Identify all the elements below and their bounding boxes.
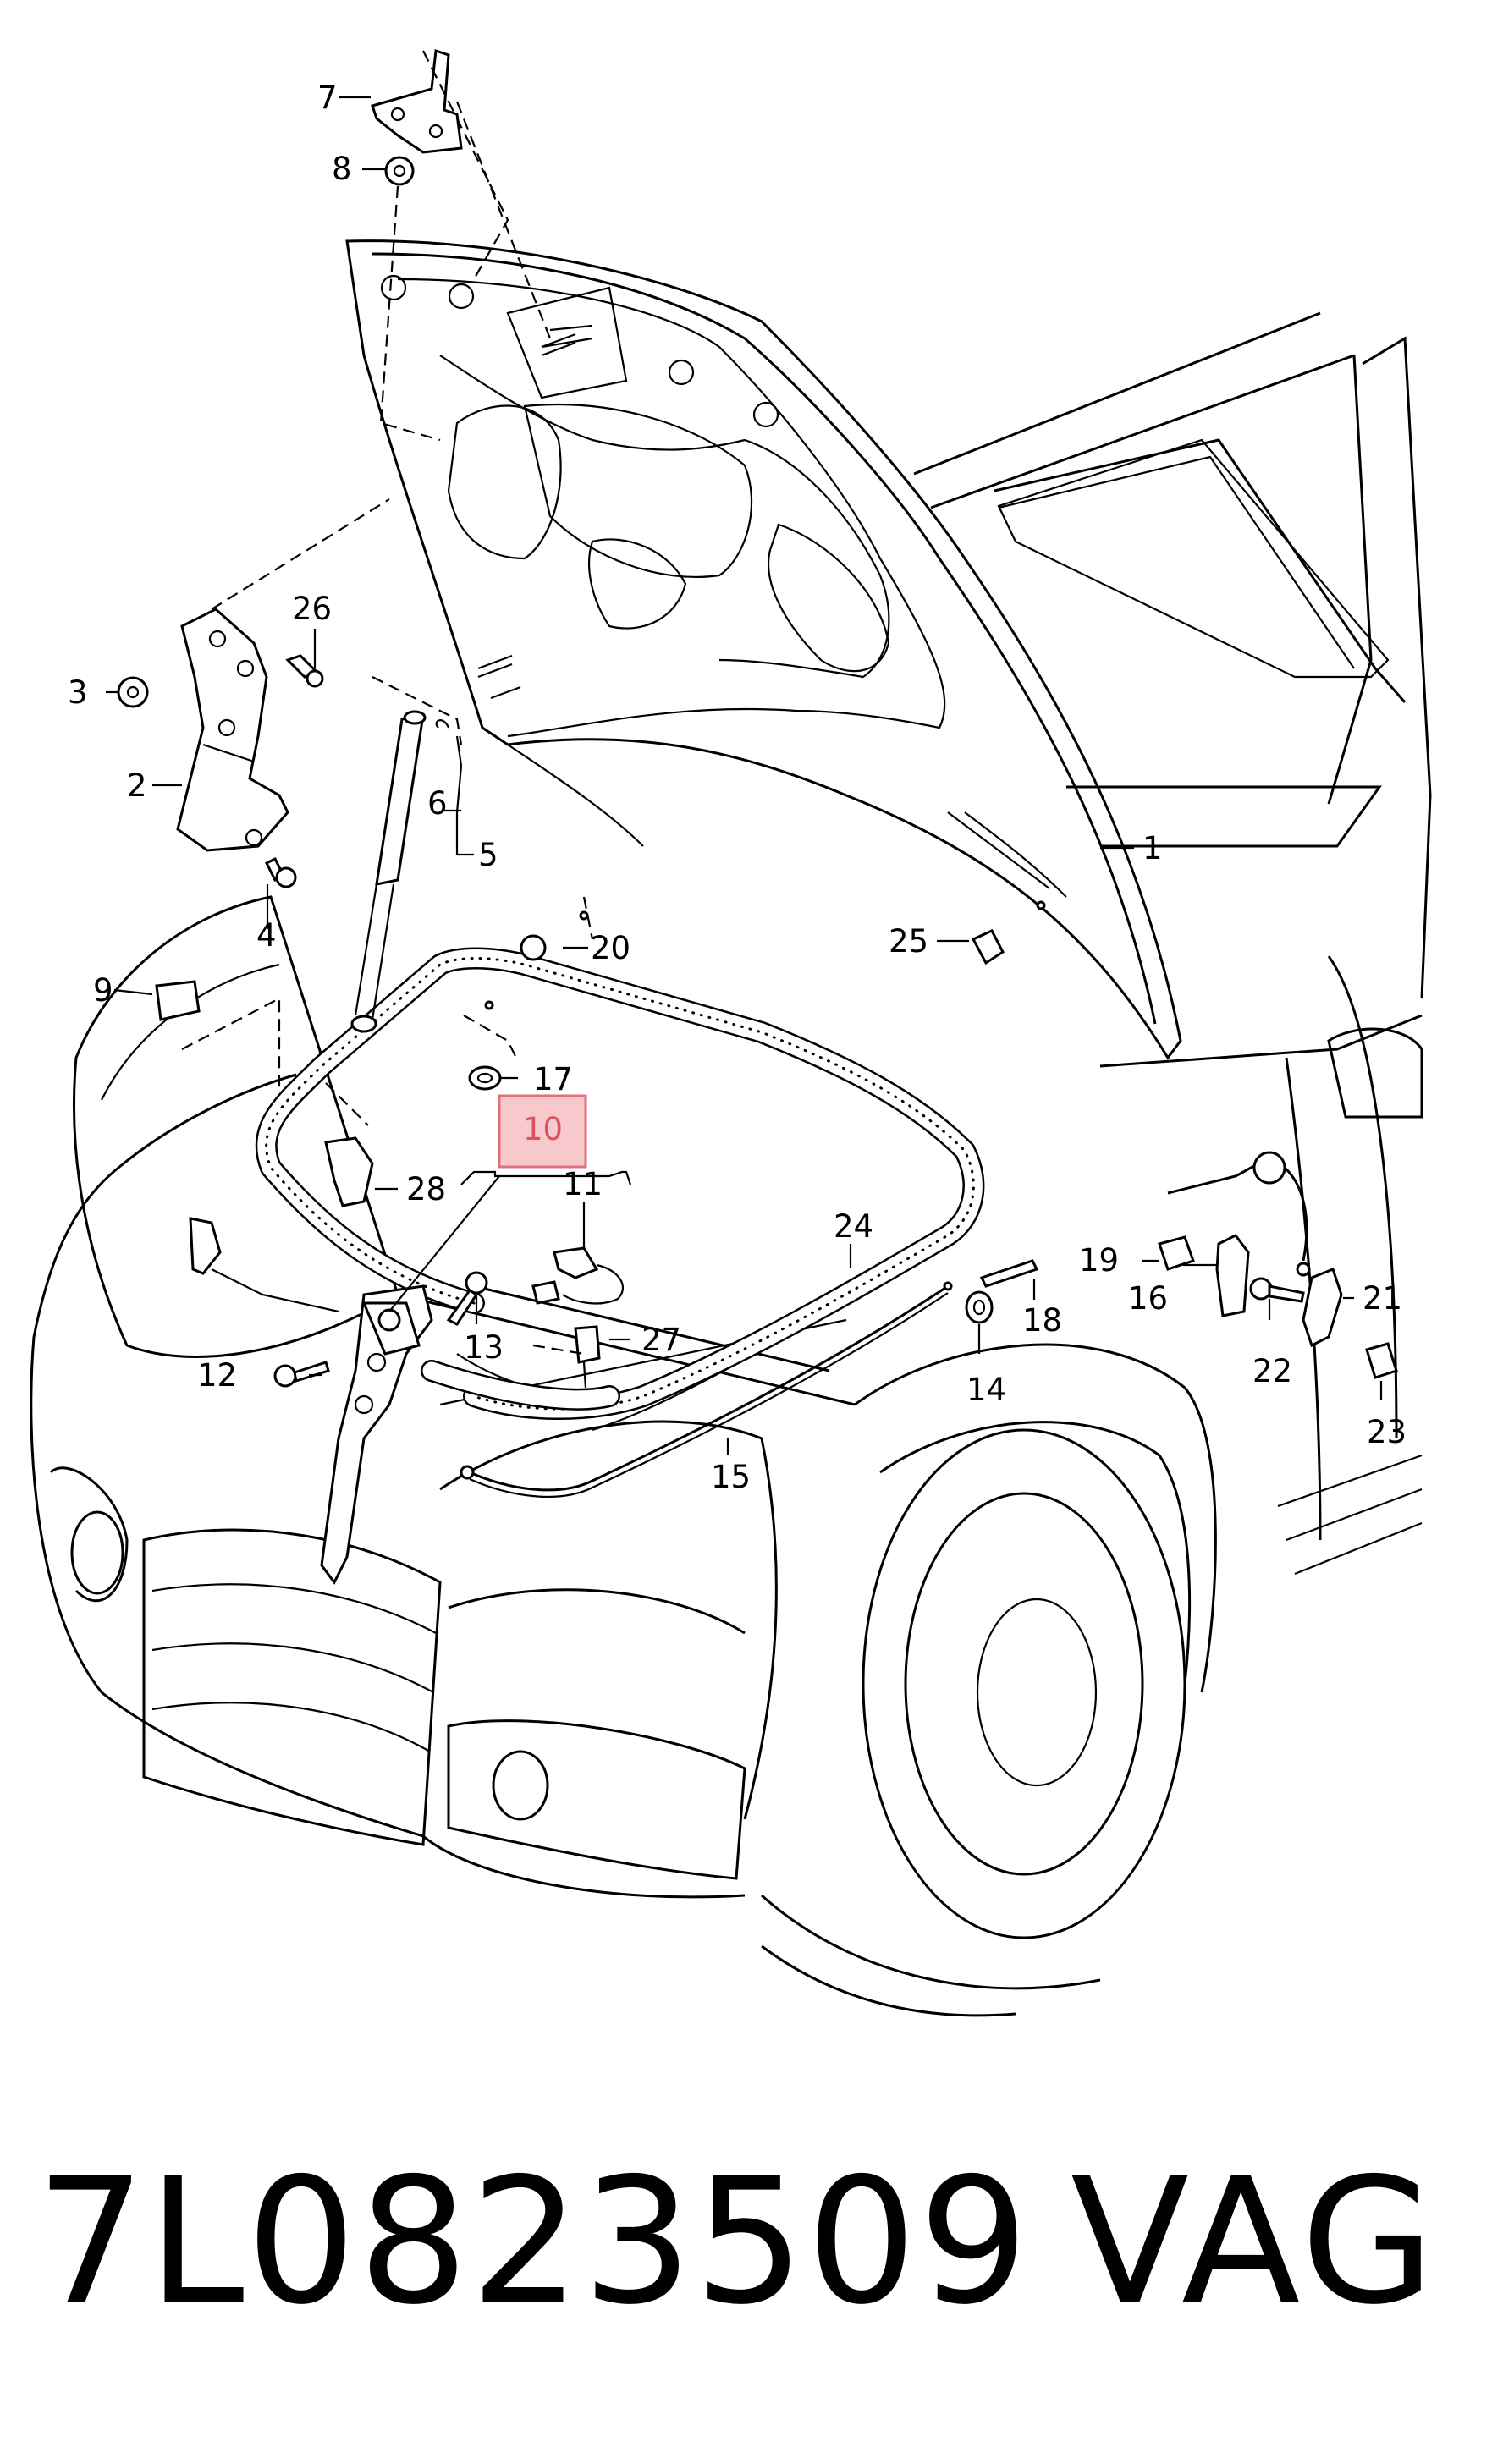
callout-22: 22 (1252, 1353, 1292, 1389)
callout-17: 17 (533, 1061, 573, 1097)
callout-13: 13 (464, 1329, 504, 1366)
callout-2: 2 (127, 767, 147, 804)
callout-12: 12 (197, 1357, 237, 1394)
callout-3: 3 (68, 674, 88, 711)
callout-20: 20 (591, 930, 630, 966)
callout-11: 11 (563, 1166, 603, 1202)
callout-1: 1 (1142, 830, 1163, 866)
leader-lines (106, 96, 1383, 1455)
callout-15: 15 (711, 1459, 751, 1495)
callout-26: 26 (292, 591, 332, 627)
callout-6: 6 (427, 785, 448, 822)
callout-4: 4 (256, 917, 277, 954)
bonnet-hinge (176, 608, 289, 852)
bonnet-latch (189, 1217, 433, 1585)
callout-9: 9 (93, 972, 113, 1009)
callout-10: 10 (523, 1111, 563, 1147)
callout-19: 19 (1079, 1242, 1119, 1279)
brand-name: VAG (1071, 2142, 1439, 2343)
bonnet (345, 239, 1182, 1060)
callout-27: 27 (641, 1322, 681, 1358)
callout-14: 14 (966, 1372, 1006, 1408)
callout-25: 25 (889, 923, 928, 960)
callout-8: 8 (332, 151, 352, 187)
callout-labels: 1 2 3 4 5 6 7 8 9 10 11 12 13 14 15 16 1… (68, 80, 1407, 1495)
bonnet-seal (255, 947, 985, 1420)
release-cable (460, 1151, 1311, 1499)
hardware-parts (117, 48, 1398, 1389)
callout-18: 18 (1022, 1302, 1062, 1339)
callout-21: 21 (1363, 1280, 1402, 1317)
callout-5: 5 (478, 837, 498, 873)
callout-7: 7 (317, 80, 338, 116)
callout-28: 28 (406, 1171, 446, 1207)
car-body (30, 311, 1432, 2017)
part-number: 7L0823509 (36, 2142, 1031, 2343)
gas-strut (350, 710, 450, 1033)
callout-24: 24 (834, 1208, 873, 1245)
callout-10-highlight (498, 1094, 587, 1169)
callout-23: 23 (1367, 1414, 1407, 1450)
guide-lines (181, 50, 594, 1356)
callout-16: 16 (1128, 1280, 1168, 1317)
